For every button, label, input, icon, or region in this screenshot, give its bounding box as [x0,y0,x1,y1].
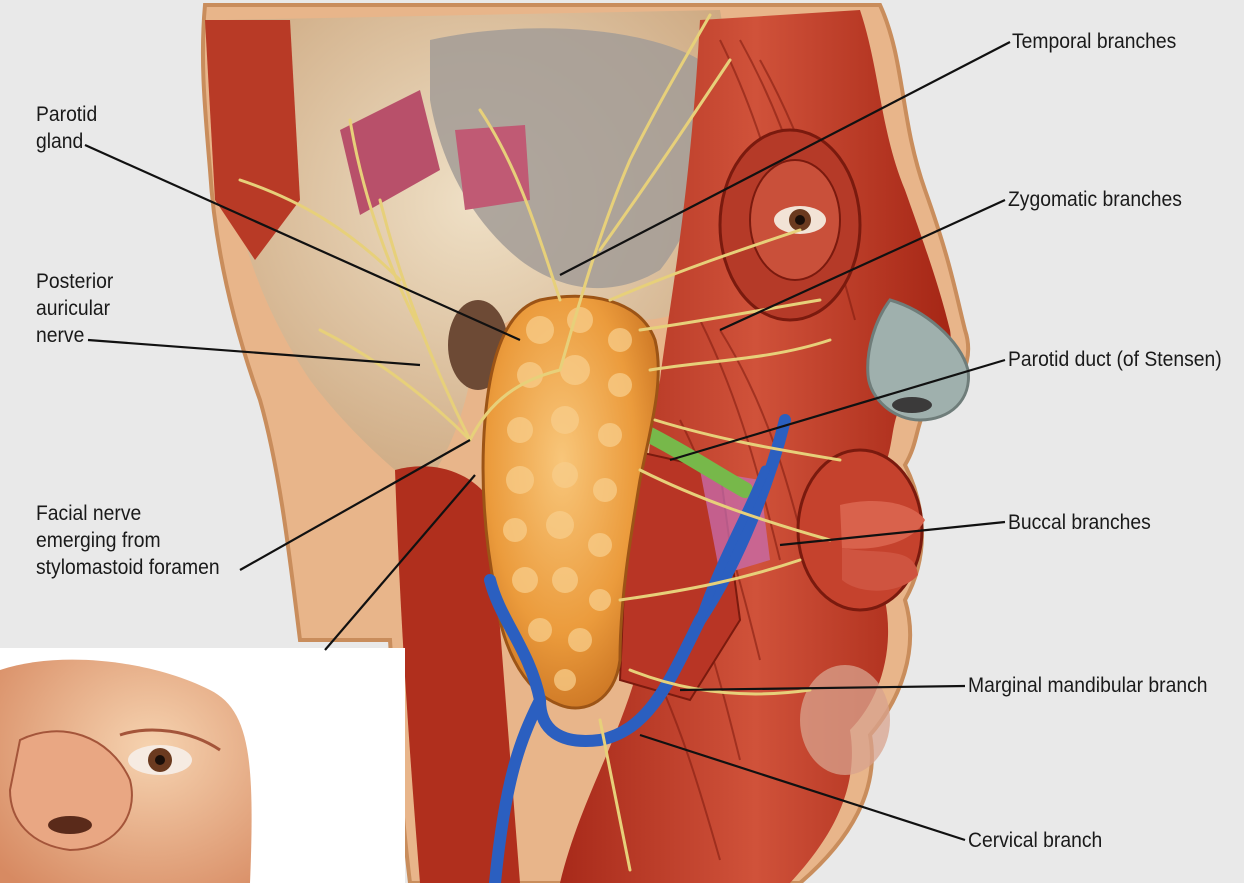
label-parotid-gland: Parotid gland [36,101,97,155]
inset-pupil [155,755,165,765]
auricular-muscle-2 [455,125,530,210]
label-parotid-duct: Parotid duct (of Stensen) [1008,346,1222,373]
pupil [795,215,805,225]
label-temporal-branches: Temporal branches [1012,28,1176,55]
nostril [892,397,932,413]
label-posterior-auricular-nerve: Posterior auricular nerve [36,268,113,349]
label-marginal-mandibular-branch: Marginal mandibular branch [968,672,1207,699]
label-buccal-branches: Buccal branches [1008,509,1151,536]
inset-nostril [48,816,92,834]
label-facial-nerve-emerging: Facial nerve emerging from stylomastoid … [36,500,220,581]
label-cervical-branch: Cervical branch [968,827,1102,854]
mentalis [800,665,890,775]
label-zygomatic-branches: Zygomatic branches [1008,186,1182,213]
